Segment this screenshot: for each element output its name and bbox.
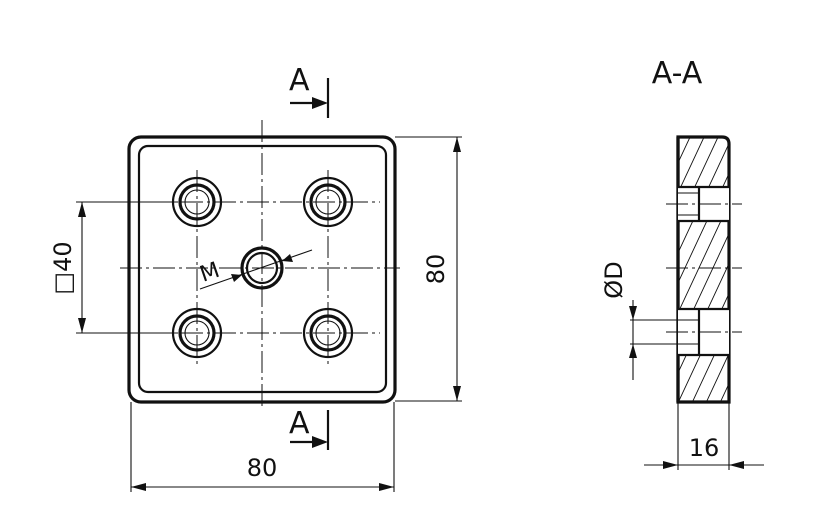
svg-text:80: 80 — [422, 254, 450, 285]
svg-text:A: A — [289, 406, 310, 441]
svg-text:16: 16 — [689, 434, 720, 462]
svg-text:□40: □40 — [49, 241, 77, 294]
diameter-dimension: ØD — [600, 261, 680, 380]
section-view: A-A — [600, 56, 764, 470]
thread-label: M — [197, 258, 223, 288]
thread-leader-line — [199, 249, 313, 290]
svg-text:ØD: ØD — [600, 261, 628, 298]
counterbore-hole-bottom-right — [302, 307, 354, 359]
height-dimension: 80 — [395, 136, 462, 402]
svg-text:A: A — [289, 63, 310, 98]
front-view: M A A 80 80 — [49, 63, 462, 492]
threaded-center-hole — [240, 246, 284, 290]
width-dimension: 80 — [130, 402, 395, 492]
section-mark-bottom: A — [289, 406, 330, 450]
section-title: A-A — [652, 56, 703, 91]
svg-text:80: 80 — [247, 454, 278, 482]
counterbore-hole-top-right — [302, 176, 354, 228]
thickness-dimension: 16 — [644, 402, 764, 470]
section-mark-top: A — [289, 63, 330, 118]
hole-spacing-dimension: □40 — [49, 201, 178, 334]
